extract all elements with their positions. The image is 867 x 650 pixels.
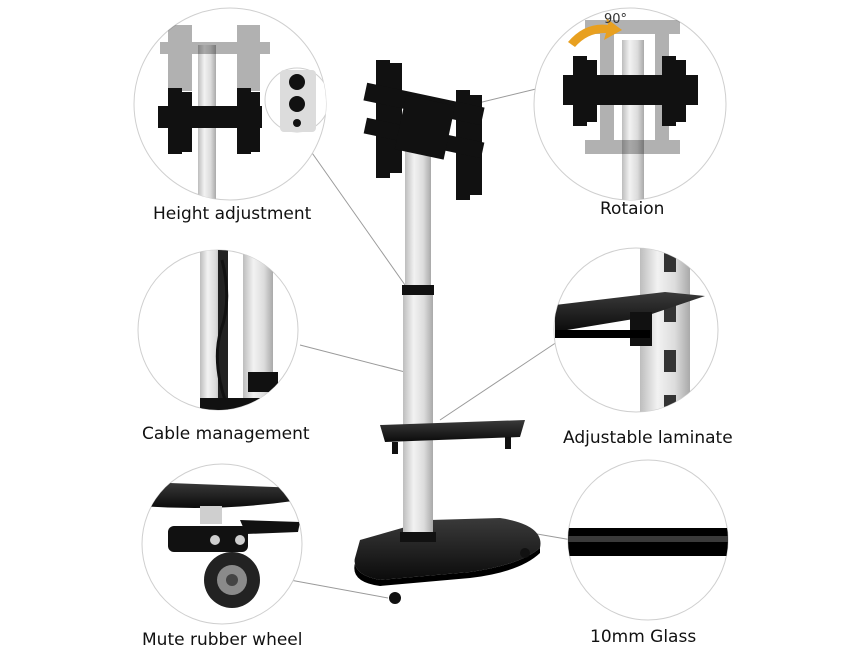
wheel xyxy=(520,548,530,558)
pole-upper xyxy=(405,150,431,290)
adjustable-laminate-detail xyxy=(553,247,719,413)
shelf xyxy=(380,420,525,442)
rotation-arrow-icon xyxy=(568,18,622,47)
label-height-adjustment: Height adjustment xyxy=(153,204,312,224)
label-mute-rubber-wheel: Mute rubber wheel xyxy=(142,630,303,650)
label-glass: 10mm Glass xyxy=(590,627,697,647)
glass-base xyxy=(354,518,541,580)
label-cable-management: Cable management xyxy=(142,424,310,444)
label-rotation-angle: 90° xyxy=(604,12,628,27)
cable-management-detail xyxy=(137,249,299,411)
wheel xyxy=(389,592,401,604)
height-adjustment-detail xyxy=(133,7,327,201)
label-rotation: Rotaion xyxy=(600,199,665,219)
pole-lower xyxy=(403,295,433,535)
label-adjustable-laminate: Adjustable laminate xyxy=(563,428,733,448)
vesa-mount xyxy=(363,60,485,200)
glass-thickness-detail xyxy=(567,459,729,621)
mute-rubber-wheel-detail xyxy=(141,463,303,625)
rotation-detail xyxy=(533,7,727,201)
pole-collar xyxy=(402,285,434,295)
tv-stand xyxy=(354,60,541,604)
